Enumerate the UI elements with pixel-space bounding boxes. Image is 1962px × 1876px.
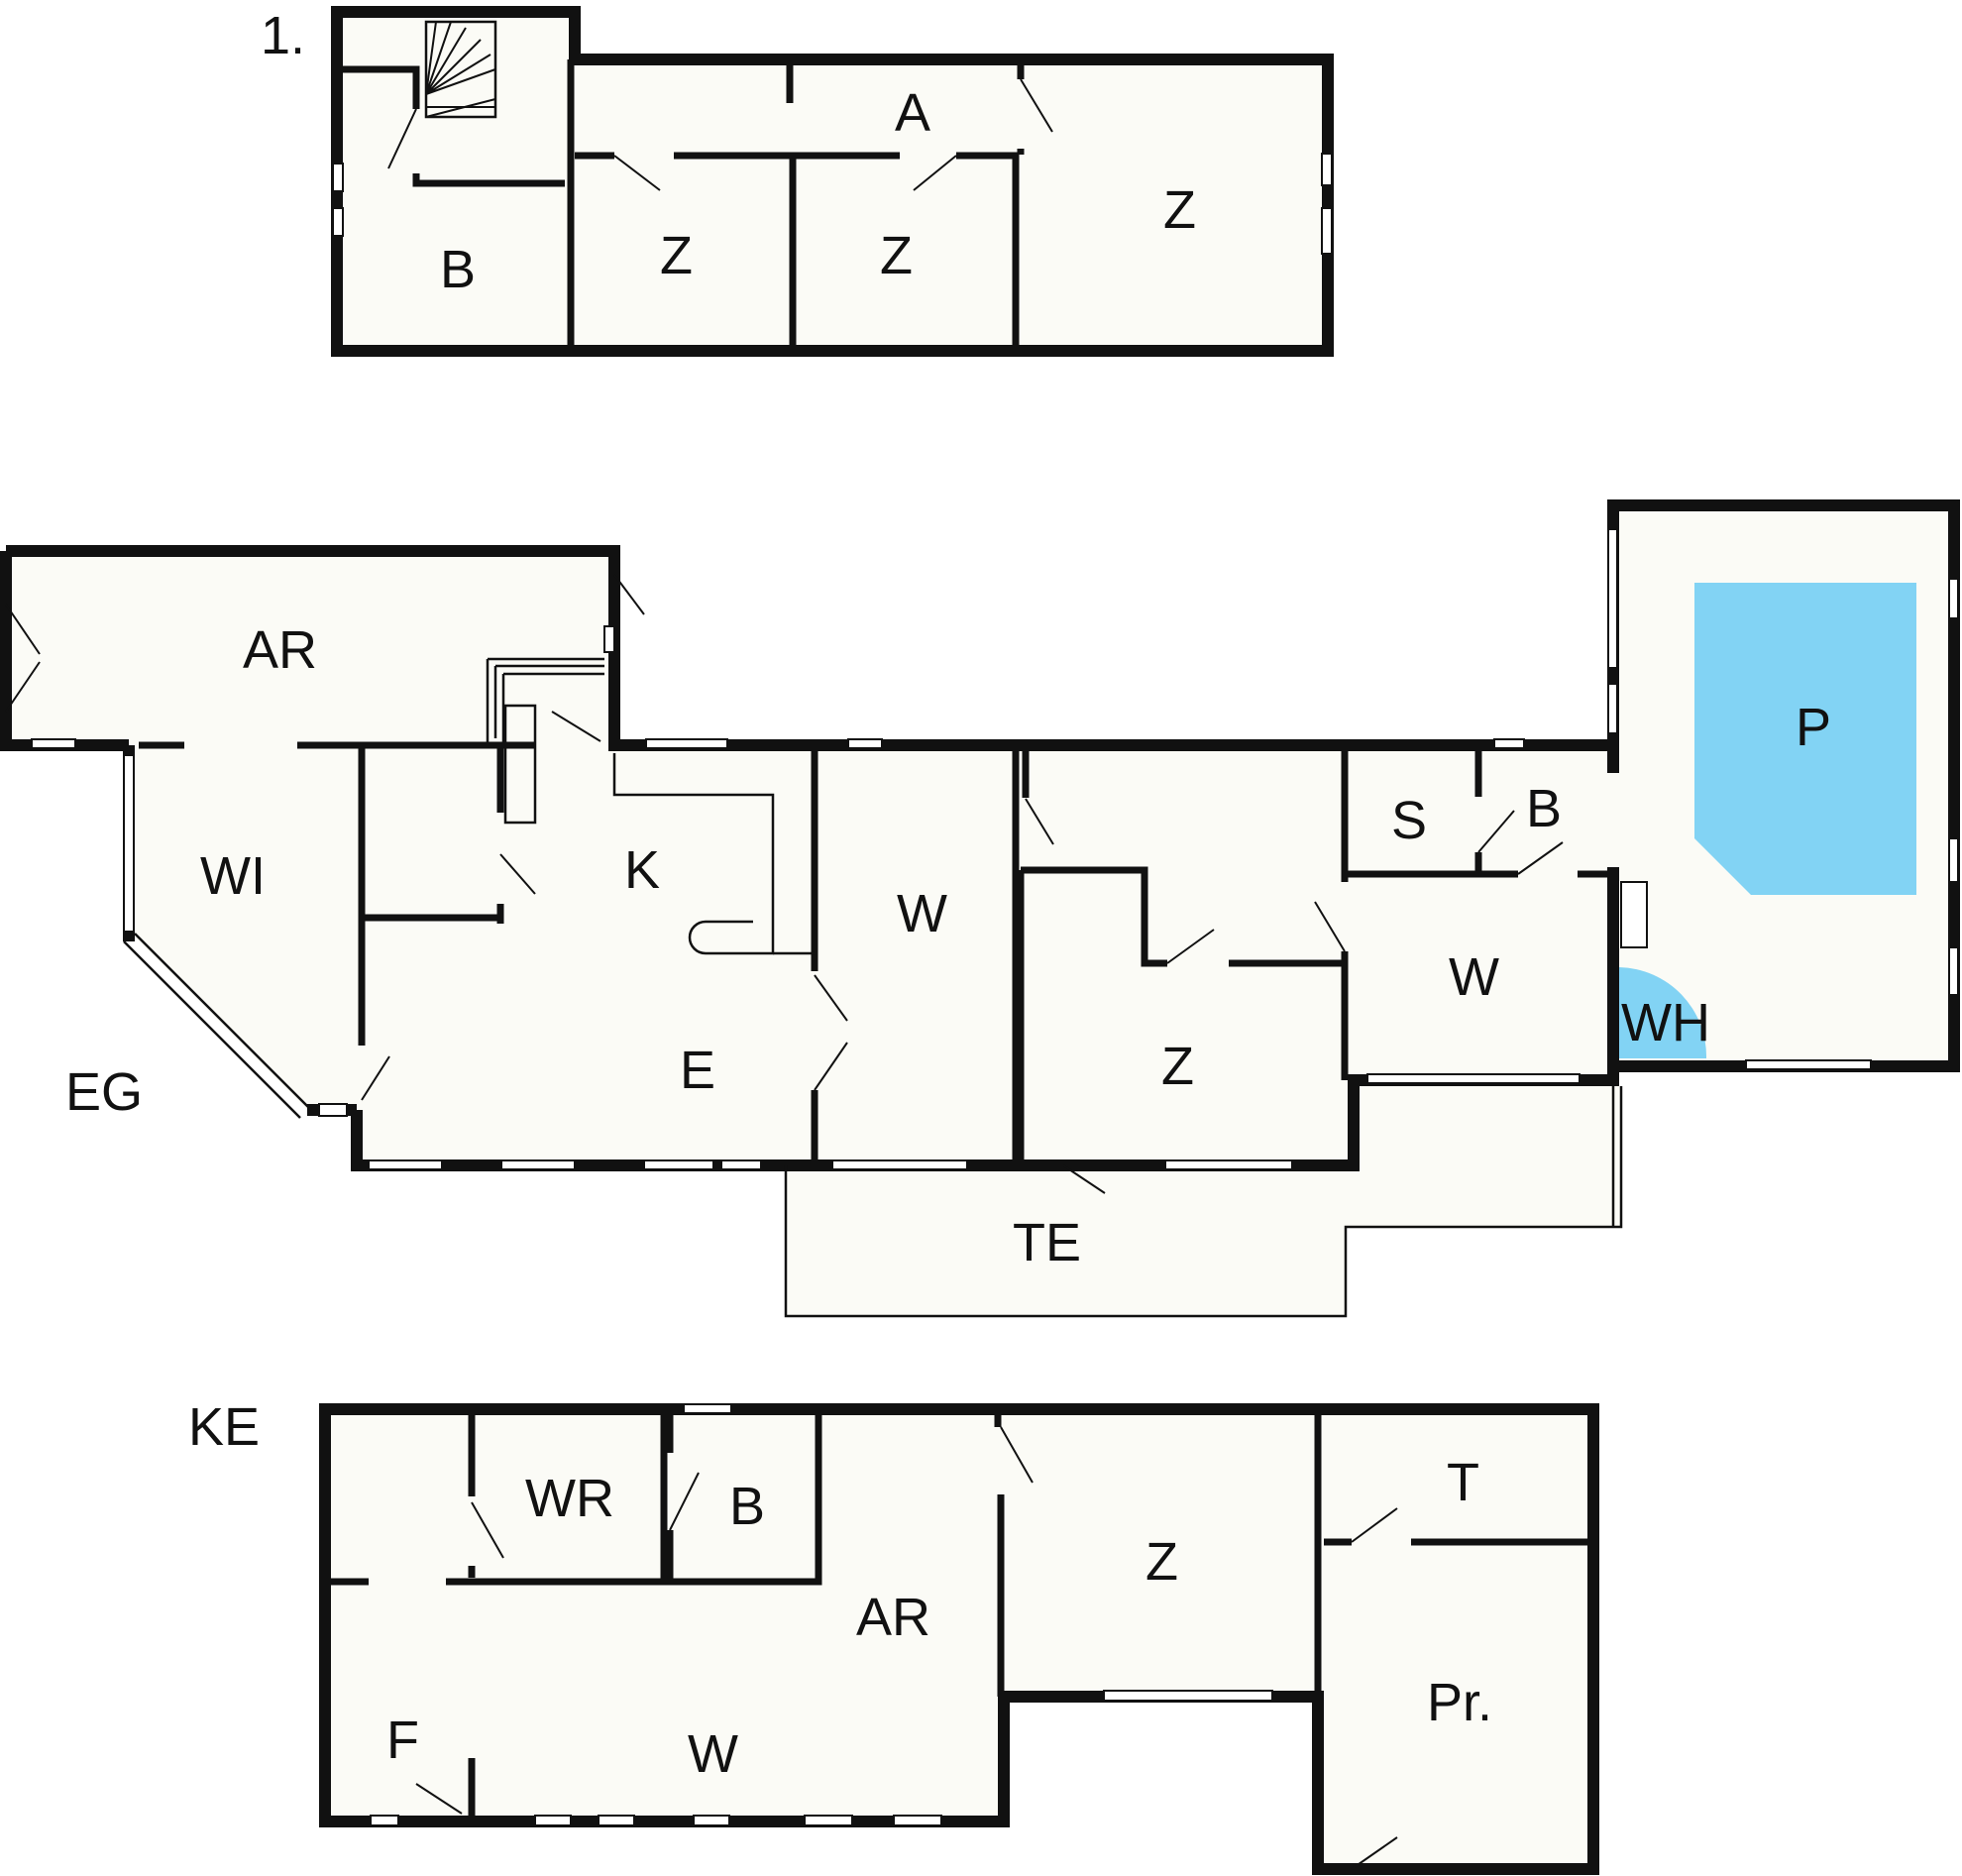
ground-floor-name: EG bbox=[65, 1062, 143, 1122]
ground-window bbox=[603, 625, 615, 653]
basement-window bbox=[804, 1815, 853, 1826]
room-label: B bbox=[729, 1477, 765, 1536]
ground-diagonal-glazing bbox=[123, 933, 312, 1119]
room-label: TE bbox=[1013, 1213, 1081, 1272]
ground-window bbox=[1607, 528, 1618, 669]
ground-floor: EG AR WI K E W Z S B W WH P TE bbox=[0, 499, 1960, 1318]
ground-window bbox=[31, 738, 76, 749]
ground-window bbox=[1164, 1159, 1293, 1170]
room-label: W bbox=[897, 884, 947, 943]
ground-window bbox=[1948, 837, 1959, 883]
basement-window bbox=[693, 1815, 730, 1826]
ground-window bbox=[1366, 1073, 1580, 1084]
pool bbox=[1694, 583, 1916, 895]
upper-outer-wall bbox=[331, 6, 1334, 357]
basement-window bbox=[683, 1403, 732, 1414]
room-label: AR bbox=[243, 620, 317, 680]
room-label: Pr. bbox=[1427, 1673, 1492, 1732]
room-label: Z bbox=[1163, 180, 1196, 240]
room-label: WR bbox=[525, 1469, 614, 1528]
room-label: B bbox=[1526, 779, 1562, 838]
ground-window bbox=[645, 738, 728, 749]
upper-stair bbox=[343, 20, 497, 119]
room-label: T bbox=[1447, 1453, 1479, 1512]
room-label: F bbox=[386, 1710, 419, 1770]
room-label: AR bbox=[856, 1588, 930, 1647]
whirlpool bbox=[1619, 967, 1707, 1058]
basement-window bbox=[1103, 1690, 1273, 1702]
ground-window bbox=[1948, 946, 1959, 996]
room-label: A bbox=[895, 83, 930, 143]
ground-window bbox=[643, 1159, 714, 1170]
room-label: W bbox=[1449, 947, 1499, 1007]
basement: KE WR B AR Z T Pr. F W bbox=[188, 1397, 1599, 1875]
room-label: WH bbox=[1621, 993, 1710, 1052]
ground-window bbox=[1493, 738, 1525, 749]
room-label: K bbox=[624, 840, 660, 900]
room-label: S bbox=[1391, 791, 1427, 850]
upper-window bbox=[1321, 153, 1333, 186]
upper-window bbox=[332, 207, 344, 237]
kitchen-counter bbox=[612, 753, 775, 955]
basement-window bbox=[893, 1815, 942, 1826]
room-label: W bbox=[688, 1724, 738, 1784]
ground-window bbox=[123, 754, 135, 933]
room-label: P bbox=[1796, 698, 1831, 757]
basement-window bbox=[534, 1815, 572, 1826]
ground-window bbox=[1948, 578, 1959, 619]
room-label: Z bbox=[1161, 1037, 1194, 1096]
room-label: Z bbox=[1145, 1532, 1178, 1592]
basement-window bbox=[370, 1815, 399, 1826]
ground-window bbox=[1745, 1059, 1872, 1070]
basement-name: KE bbox=[188, 1397, 260, 1457]
ground-window bbox=[368, 1159, 443, 1170]
ground-window bbox=[847, 738, 883, 749]
ground-window bbox=[831, 1159, 968, 1170]
room-label: Z bbox=[880, 226, 913, 285]
basement-window bbox=[598, 1815, 635, 1826]
upper-floor-name: 1. bbox=[261, 6, 305, 65]
upper-window bbox=[332, 163, 344, 192]
room-label: E bbox=[680, 1041, 715, 1100]
room-label: Z bbox=[660, 226, 693, 285]
ground-window bbox=[500, 1159, 576, 1170]
upper-floor: 1. A B Z Z Z bbox=[261, 6, 1334, 357]
ground-window bbox=[1620, 881, 1648, 948]
room-label: B bbox=[440, 240, 476, 299]
ground-window bbox=[1607, 683, 1618, 734]
room-label: WI bbox=[200, 846, 266, 906]
upper-window bbox=[1321, 207, 1333, 255]
ground-window bbox=[720, 1159, 762, 1170]
terrace-outline bbox=[784, 1086, 1623, 1318]
ground-stair bbox=[486, 657, 604, 825]
ground-window bbox=[318, 1103, 348, 1117]
